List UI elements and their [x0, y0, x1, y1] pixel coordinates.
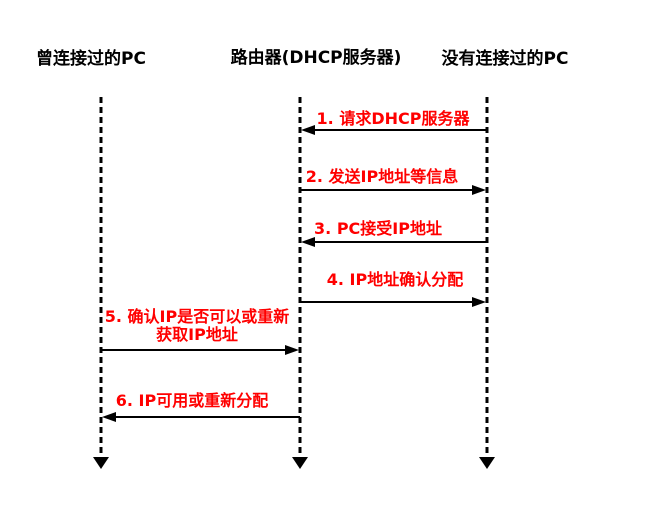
actor-previously-connected-pc: 曾连接过的PC: [36, 49, 146, 69]
arrowhead-left-icon: [301, 237, 315, 247]
message-label-3: 3. PC接受IP地址: [314, 219, 442, 238]
actor-router-dhcp-server: 路由器(DHCP服务器): [230, 48, 402, 68]
message-label-2: 2. 发送IP地址等信息: [305, 167, 459, 186]
message-label-6: 6. IP可用或重新分配: [115, 391, 269, 410]
lifeline-end-arrow-icon: [479, 457, 495, 469]
message-label-4: 4. IP地址确认分配: [326, 270, 464, 289]
lifeline-end-arrow-icon: [292, 457, 308, 469]
message-label-1: 1. 请求DHCP服务器: [316, 109, 470, 128]
arrowhead-left-icon: [102, 412, 116, 422]
actor-never-connected-pc: 没有连接过的PC: [441, 49, 569, 69]
lifeline-end-arrow-icon: [93, 457, 109, 469]
arrowhead-left-icon: [301, 125, 315, 135]
arrowhead-right-icon: [472, 297, 486, 307]
arrowhead-right-icon: [285, 345, 299, 355]
arrowhead-right-icon: [472, 185, 486, 195]
message-label-5: 5. 确认IP是否可以或重新 获取IP地址: [104, 307, 290, 344]
